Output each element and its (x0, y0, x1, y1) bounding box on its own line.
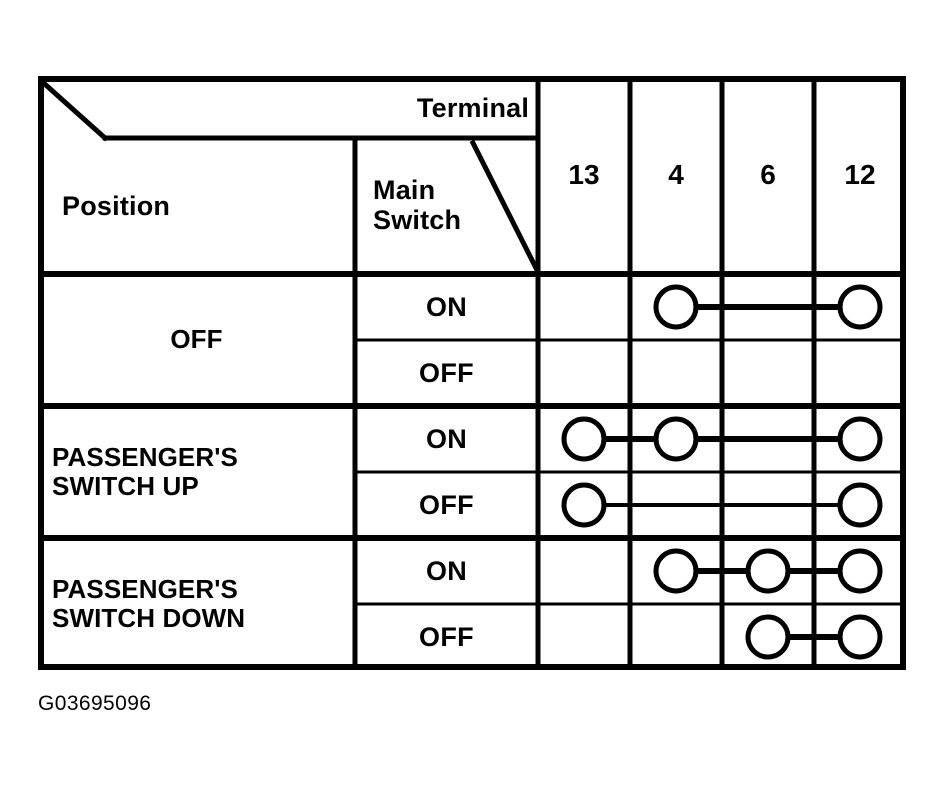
continuity-node-12 (837, 416, 883, 462)
continuity-node-fill-12 (842, 289, 878, 325)
continuity-node-fill-4 (658, 421, 694, 457)
continuity-node-fill-6 (750, 553, 786, 589)
continuity-node-fill-12 (842, 487, 878, 523)
header-diagonal-upper (38, 76, 109, 142)
figure-caption: G03695096 (38, 692, 152, 715)
continuity-node-12 (837, 548, 883, 594)
continuity-node-12 (837, 284, 883, 330)
continuity-node-6 (745, 548, 791, 594)
continuity-node-fill-12 (842, 619, 878, 655)
continuity-node-13 (561, 416, 607, 462)
continuity-node-12 (837, 482, 883, 528)
continuity-node-12 (837, 614, 883, 660)
continuity-node-4 (653, 416, 699, 462)
continuity-node-fill-4 (658, 553, 694, 589)
continuity-node-fill-6 (750, 619, 786, 655)
continuity-node-fill-13 (566, 421, 602, 457)
table-outer-border (38, 76, 906, 670)
continuity-node-13 (561, 482, 607, 528)
header-diagonal-lower (469, 139, 542, 276)
continuity-node-fill-12 (842, 553, 878, 589)
continuity-node-fill-4 (658, 289, 694, 325)
continuity-node-4 (653, 284, 699, 330)
continuity-node-fill-13 (566, 487, 602, 523)
continuity-node-4 (653, 548, 699, 594)
continuity-node-6 (745, 614, 791, 660)
continuity-node-fill-12 (842, 421, 878, 457)
table-grid-svg (38, 76, 906, 670)
